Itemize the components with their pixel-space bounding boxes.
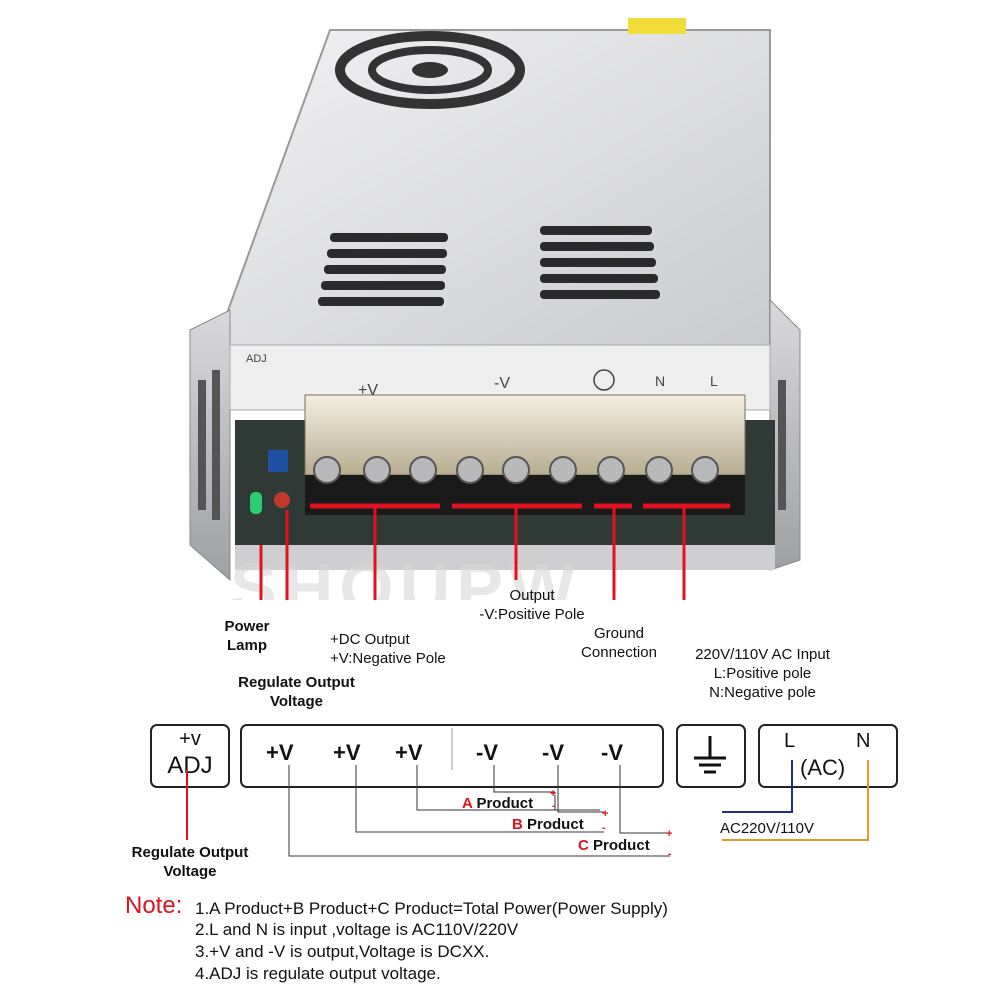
terminal-neg-v-2: -V: [542, 740, 564, 765]
product-c-plus: +: [666, 828, 673, 840]
terminal-screws: [313, 456, 719, 484]
product-a-label: A Product: [462, 795, 533, 812]
adj-box-bottom-label: ADJ: [167, 752, 213, 779]
wire-a-neg: [493, 765, 555, 793]
pos-v-print: +V: [358, 382, 378, 399]
adjust-screw: [274, 492, 290, 508]
callout-line: Regulate Output: [238, 674, 355, 691]
product-a-minus: -: [552, 800, 556, 812]
wire-c-neg: [619, 765, 668, 834]
regulate-voltage-callout: Regulate Output Voltage: [214, 673, 379, 711]
output-callout: Output -V:Positive Pole: [462, 586, 602, 624]
ac-input-callout: 220V/110V AC Input L:Positive pole N:Neg…: [675, 645, 850, 702]
callout-line: Power: [224, 618, 270, 635]
callout-line: Lamp: [226, 637, 267, 654]
potentiometer: [268, 450, 288, 472]
ac-n-label: N: [856, 730, 871, 752]
product-letter: A: [462, 795, 473, 812]
product-letter: C: [578, 837, 589, 854]
product-text: Product: [476, 795, 534, 812]
product-text: Product: [527, 816, 584, 833]
callout-line: +V:Negative Pole: [330, 650, 446, 667]
ac-voltage-label: AC220V/110V: [720, 820, 814, 837]
power-supply-photo: ADJ +V -V N L SHOUPW: [189, 18, 801, 600]
callout-line: Voltage: [269, 693, 324, 710]
ground-print-icon: [593, 369, 615, 391]
callout-line: N:Negative pole: [709, 684, 816, 701]
l-print: L: [710, 373, 718, 389]
wire-l-blue: [722, 760, 793, 813]
note-line-2: 2.L and N is input ,voltage is AC110V/22…: [195, 920, 519, 939]
callout-line: L:Positive pole: [713, 665, 812, 682]
note-line-1: 1.A Product+B Product+C Product=Total Po…: [195, 899, 668, 918]
terminal-pos-v-3: +V: [395, 740, 423, 765]
n-print: N: [655, 373, 665, 389]
callout-line: Ground: [593, 625, 645, 642]
product-c-minus: -: [668, 848, 672, 860]
callout-line: -V:Positive Pole: [479, 606, 585, 623]
wire-b-pos: [355, 765, 604, 833]
callout-line: 220V/110V AC Input: [695, 646, 830, 663]
note-line-3: 3.+V and -V is output,Voltage is DCXX.: [195, 942, 490, 961]
callout-line: Connection: [581, 644, 657, 661]
fan-grille: [335, 31, 525, 109]
ac-l-label: L: [784, 730, 796, 752]
wire-b-neg: [557, 765, 604, 813]
power-lamp-callout: Power Lamp: [212, 617, 282, 655]
callout-line: +DC Output: [330, 631, 410, 648]
wire-n-orange: [722, 760, 869, 841]
vent-slots-left: [318, 233, 448, 306]
product-a-plus: +: [550, 788, 557, 800]
ground-callout: Ground Connection: [566, 624, 672, 662]
neg-v-print: -V: [494, 375, 510, 392]
ac-center-label: (AC): [800, 755, 846, 780]
adj-box: [150, 724, 230, 788]
adj-box-top-label: +v: [179, 728, 201, 750]
power-lamp-led: [250, 492, 262, 514]
callout-line: Voltage: [163, 863, 217, 880]
callout-line: Regulate Output: [131, 844, 249, 861]
note-label: Note:: [125, 892, 183, 919]
product-b-label: B Product: [512, 816, 584, 833]
vent-slots-right: [540, 226, 660, 299]
terminal-pos-v-1: +V: [266, 740, 294, 765]
note-line-4: 4.ADJ is regulate output voltage.: [195, 964, 441, 983]
product-text: Product: [593, 837, 650, 854]
adj-print: ADJ: [246, 353, 267, 365]
dc-output-callout: +DC Output +V:Negative Pole: [330, 630, 446, 668]
ground-symbol-icon: [694, 736, 726, 774]
product-letter: B: [512, 816, 523, 833]
terminal-neg-v-3: -V: [601, 740, 623, 765]
terminal-pos-v-2: +V: [333, 740, 361, 765]
wire-a-pos: [416, 765, 600, 811]
terminal-neg-v-1: -V: [476, 740, 498, 765]
callout-line: Output: [509, 587, 555, 604]
ac-input-box: [758, 724, 898, 788]
regulate-voltage-bottom-callout: Regulate Output Voltage: [110, 843, 270, 881]
product-c-label: C Product: [578, 837, 650, 854]
product-b-minus: -: [602, 822, 606, 834]
ground-box: [676, 724, 746, 788]
wire-c-pos: [288, 765, 670, 857]
product-b-plus: +: [602, 808, 609, 820]
